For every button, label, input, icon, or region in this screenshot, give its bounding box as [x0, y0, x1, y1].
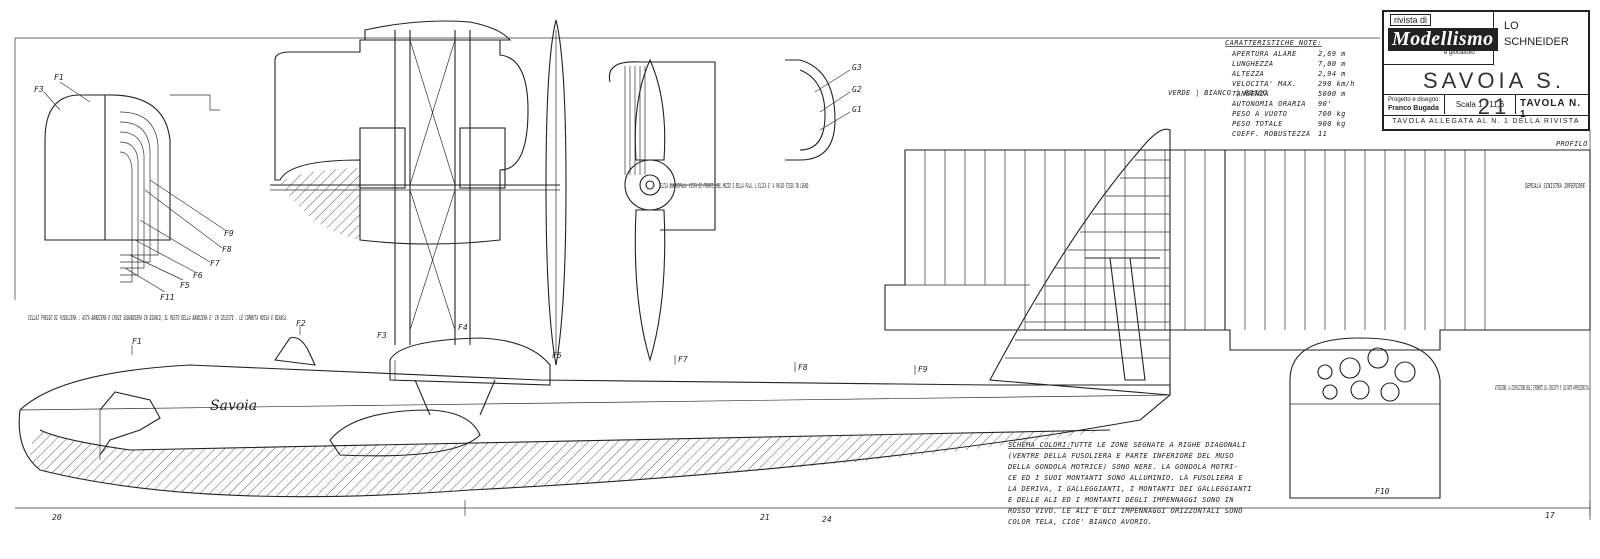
spec-value: 7,00 m: [1318, 60, 1346, 68]
ruler-20: 20: [52, 513, 62, 522]
spec-value: 5000 m: [1318, 90, 1346, 98]
spec-label: VELOCITA' MAX.: [1232, 80, 1297, 88]
spec-value: 2,94 m: [1318, 70, 1346, 78]
fuselage-frames-view: F1 F3 F9 F8 F7 F6 F5 F11: [34, 73, 234, 302]
ruler-24: 24: [822, 515, 832, 524]
title-block-footer: TAVOLA ALLEGATA AL N. 1 DELLA RIVISTA: [1392, 118, 1580, 125]
spec-label: APERTURA ALARE: [1231, 50, 1297, 58]
hull-side-view: Savoia F1 F2 F3 F4 F5 F7 F8 F9: [18, 319, 1171, 498]
label-g2: G2: [852, 85, 862, 94]
label-f7-hull: F7: [678, 355, 688, 364]
wing-plan-view: SEMIALA SINISTRA INFERIORE PROFILO: [884, 140, 1591, 351]
color-scheme-note: SCHEMA COLORI: TUTTE LE ZONE SEGNATE A R…: [1007, 441, 1252, 526]
label-f3: F3: [34, 85, 44, 94]
color-scheme-line-8: COLOR TELA, CIOE' BIANCO AVORIO.: [1008, 518, 1152, 526]
color-scheme-line-3: DELLA GONDOLA MOTRICE) SONO NERE. LA GON…: [1007, 463, 1238, 471]
wing-ribs: [924, 150, 1486, 330]
instrument-panel: F10: [1289, 337, 1441, 499]
note-attention: ATTENZIONE: LA DISPOSIZIONE DEGLI STRUME…: [1495, 384, 1590, 392]
label-f3-hull: F3: [377, 331, 387, 340]
propeller-front: ELICA QUADRIPALA: VISTA DI FRENTE, DEL M…: [608, 58, 810, 362]
fin-hatching: [1005, 159, 1170, 359]
label-f9: F9: [224, 229, 234, 238]
label-f7: F7: [210, 259, 220, 268]
front-view: [270, 20, 560, 345]
spec-label: PESO A VUOTO: [1232, 110, 1287, 118]
spec-value: 290 km/h: [1318, 80, 1355, 88]
label-f5: F5: [180, 281, 190, 290]
spec-value: 90': [1318, 100, 1332, 108]
tail-fin: VERDE | BIANCO | ROSSO: [989, 89, 1267, 396]
label-f4: F4: [458, 323, 468, 332]
design-label: Progetto e disegno:: [1388, 97, 1441, 103]
color-scheme-title: SCHEMA COLORI:: [1008, 441, 1071, 449]
spec-value: 900 kg: [1318, 120, 1346, 128]
propeller-side: [545, 19, 567, 366]
spec-label: AUTONOMIA ORARIA: [1231, 100, 1306, 108]
magazine-sub: e giocattolo: [1444, 50, 1475, 56]
model-title: SAVOIA S. 21: [1423, 68, 1565, 119]
spec-label: ALTEZZA: [1231, 70, 1264, 78]
specs-table: CARATTERISTICHE NOTE: APERTURA ALARE 2,6…: [1225, 39, 1355, 138]
label-f8: F8: [222, 245, 232, 254]
magazine-name: Modellismo: [1388, 28, 1498, 51]
label-g1: G1: [852, 105, 862, 114]
color-scheme-line-2: (VENTRE DELLA FUSOLIERA E PARTE INFERIOR…: [1008, 452, 1234, 460]
spec-value: 11: [1318, 130, 1327, 138]
specs-heading: CARATTERISTICHE NOTE:: [1225, 39, 1322, 47]
spec-label: TANGENZA: [1232, 90, 1269, 98]
author-line-2: SCHNEIDER: [1504, 36, 1569, 48]
color-scheme-line-5: LA DERIVA, I GALLEGGIANTI, I MONTANTI DE…: [1008, 485, 1252, 493]
design-by: Franco Bugada: [1388, 105, 1439, 112]
color-scheme-line-6: E DELLE ALI ED I MONTANTI DEGLI IMPENNAG…: [1008, 496, 1234, 504]
label-tail-colors: VERDE | BIANCO | ROSSO: [1168, 89, 1267, 97]
title-block: rivista di Modellismo e giocattolo LO SC…: [1382, 10, 1590, 131]
author-line-1: LO: [1504, 20, 1519, 32]
spec-label: COEFF. ROBUSTEZZA: [1232, 130, 1310, 138]
ruler-21: 21: [760, 513, 770, 522]
note-fuselage-frames: CELLAI FREGIO DI FUSOLIERA : ASTA BANDIE…: [28, 314, 288, 322]
label-f11: F11: [160, 293, 174, 302]
magazine-prefix: rivista di: [1390, 14, 1432, 26]
label-wing-half: SEMIALA SINISTRA INFERIORE: [1525, 182, 1585, 190]
note-propeller: ELICA QUADRIPALA: VISTA DI FRENTE, DEL M…: [660, 182, 810, 190]
spec-label: LUNGHEZZA: [1232, 60, 1274, 68]
label-f9-hull: F9: [918, 365, 928, 374]
spec-label: PESO TOTALE: [1232, 120, 1283, 128]
spec-value: 2,69 m: [1318, 50, 1346, 58]
magazine-logo: rivista di Modellismo e giocattolo: [1384, 12, 1498, 65]
color-scheme-line-4: CE ED I SUOI MONTANTI SONO ALLUMINIO. LA…: [1008, 474, 1243, 482]
label-f1: F1: [54, 73, 64, 82]
color-scheme-line-7: ROSSO VIVO. LE ALI E GLI IMPENNAGGI ORIZ…: [1008, 507, 1243, 515]
color-scheme-line-1: TUTTE LE ZONE SEGNATE A RIGHE DIAGONALI: [1070, 441, 1247, 449]
ruler-17: 17: [1545, 511, 1555, 520]
hull-section-view: G3 G2 G1: [785, 59, 862, 161]
label-g3: G3: [852, 63, 862, 72]
label-profile: PROFILO: [1556, 140, 1588, 148]
spec-value: 700 kg: [1318, 110, 1346, 118]
title-block-row: Progetto e disegno: Franco Bugada Scala …: [1384, 94, 1588, 120]
label-f8-hull: F8: [798, 363, 808, 372]
label-f2: F2: [296, 319, 306, 328]
table-number: TAVOLA N. 1: [1520, 98, 1582, 120]
label-f1-hull: F1: [132, 337, 142, 346]
label-f10: F10: [1375, 487, 1390, 496]
scale: Scala 1 : 11,6: [1444, 95, 1516, 114]
label-f5-hull: F5: [552, 351, 562, 360]
label-f6: F6: [193, 271, 203, 280]
hull-name: Savoia: [210, 398, 257, 414]
